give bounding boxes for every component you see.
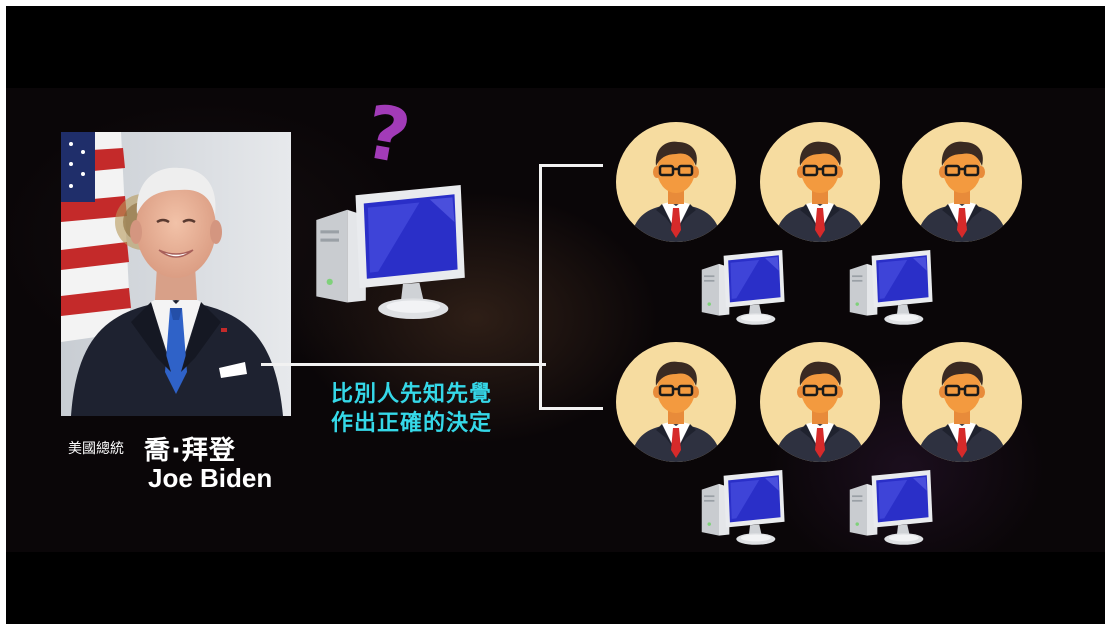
desktop-computer-icon [696,466,788,550]
message-line-2: 作出正確的決定 [331,411,493,436]
businessman-avatar-icon [616,342,736,462]
desktop-computer-icon [844,246,936,330]
businessman-avatar-icon [760,122,880,242]
caption-title: 美國總統 [68,441,124,457]
businessman-avatar-icon [902,122,1022,242]
desktop-computer-icon [696,246,788,330]
desktop-computer-icon [306,180,471,326]
desktop-computer-icon [844,466,936,550]
caption-name-chinese: 喬·拜登 [144,436,236,466]
connector-line-bottom-branch [539,407,603,410]
businessman-avatar-icon [616,122,736,242]
businessman-avatar-icon [760,342,880,462]
portrait-photo [61,132,291,416]
connector-line-horizontal [261,363,546,366]
connector-line-vertical [539,164,542,410]
businessman-avatar-icon [902,342,1022,462]
connector-line-top-branch [539,164,603,167]
video-frame: 美國總統 喬·拜登 Joe Biden ? 比別人先知先覺 作出正確的決定 [6,6,1105,624]
message-line-1: 比別人先知先覺 [331,382,493,407]
caption-name-english: Joe Biden [148,463,273,493]
